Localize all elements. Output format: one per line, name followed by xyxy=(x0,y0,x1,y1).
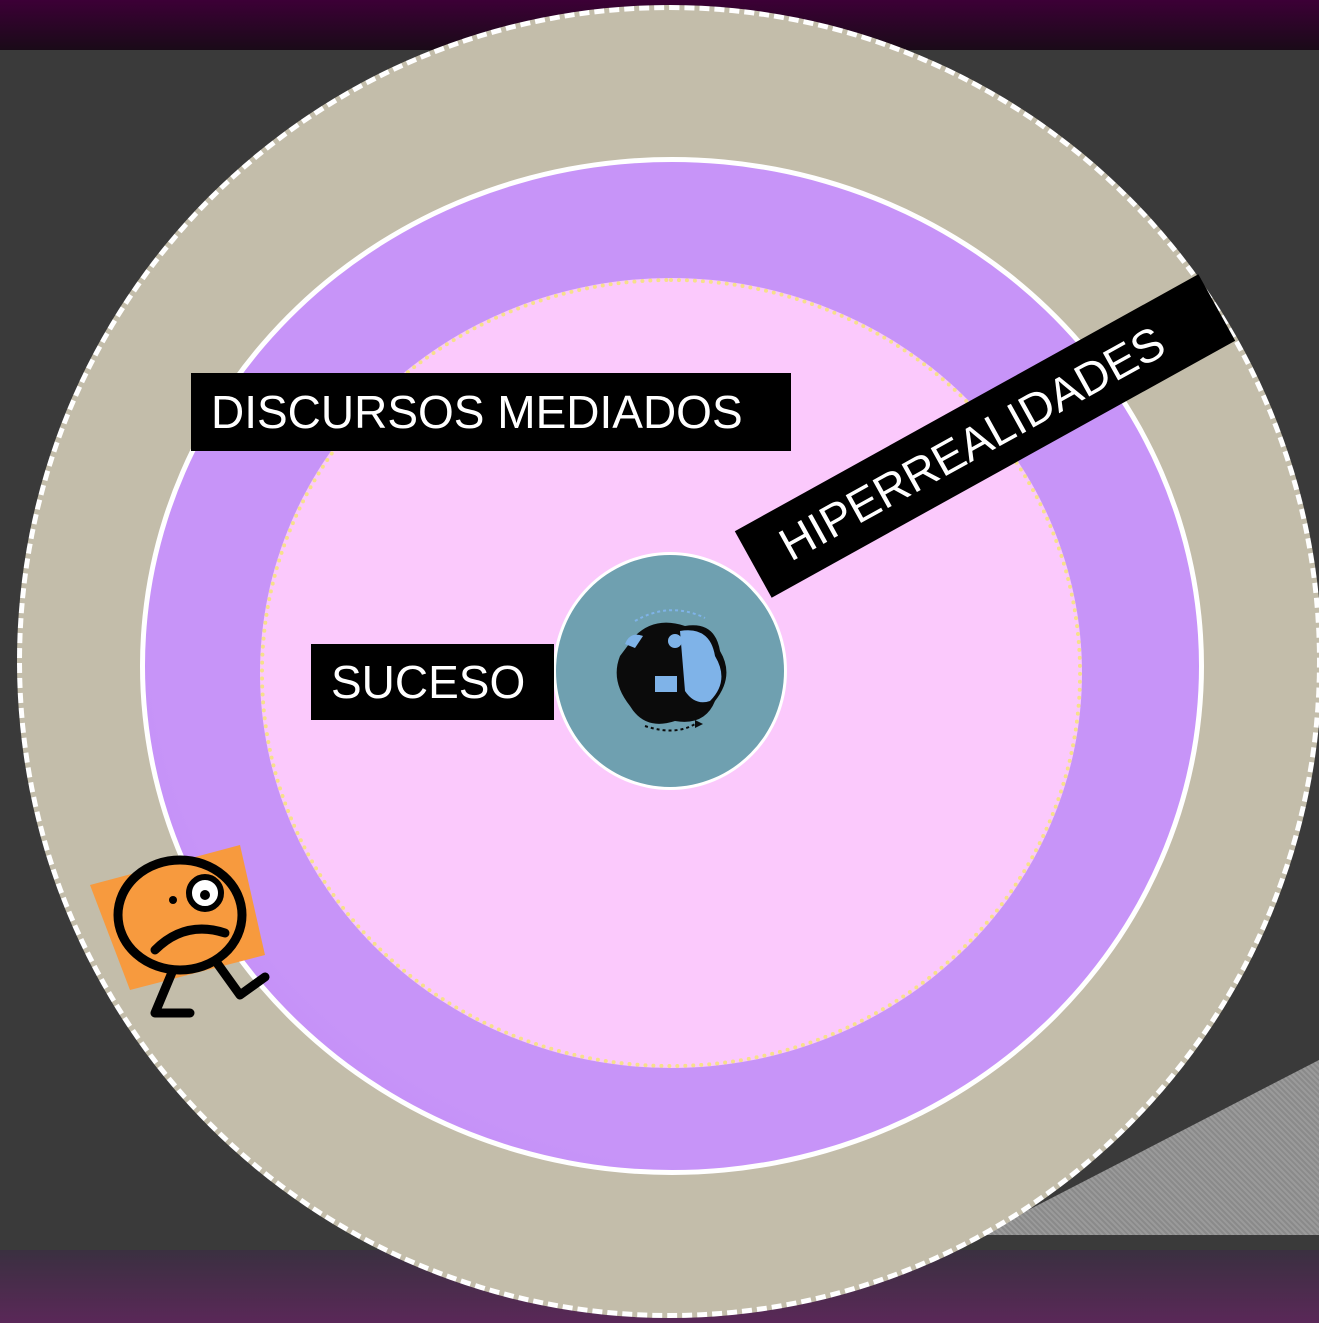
discursos-mediados-label: DISCURSOS MEDIADOS xyxy=(191,373,791,451)
worried-face-character-icon xyxy=(90,845,270,1018)
suceso-core xyxy=(553,552,787,790)
businessman-multitasking-icon xyxy=(616,609,727,732)
suceso-label: SUCESO xyxy=(311,644,554,720)
